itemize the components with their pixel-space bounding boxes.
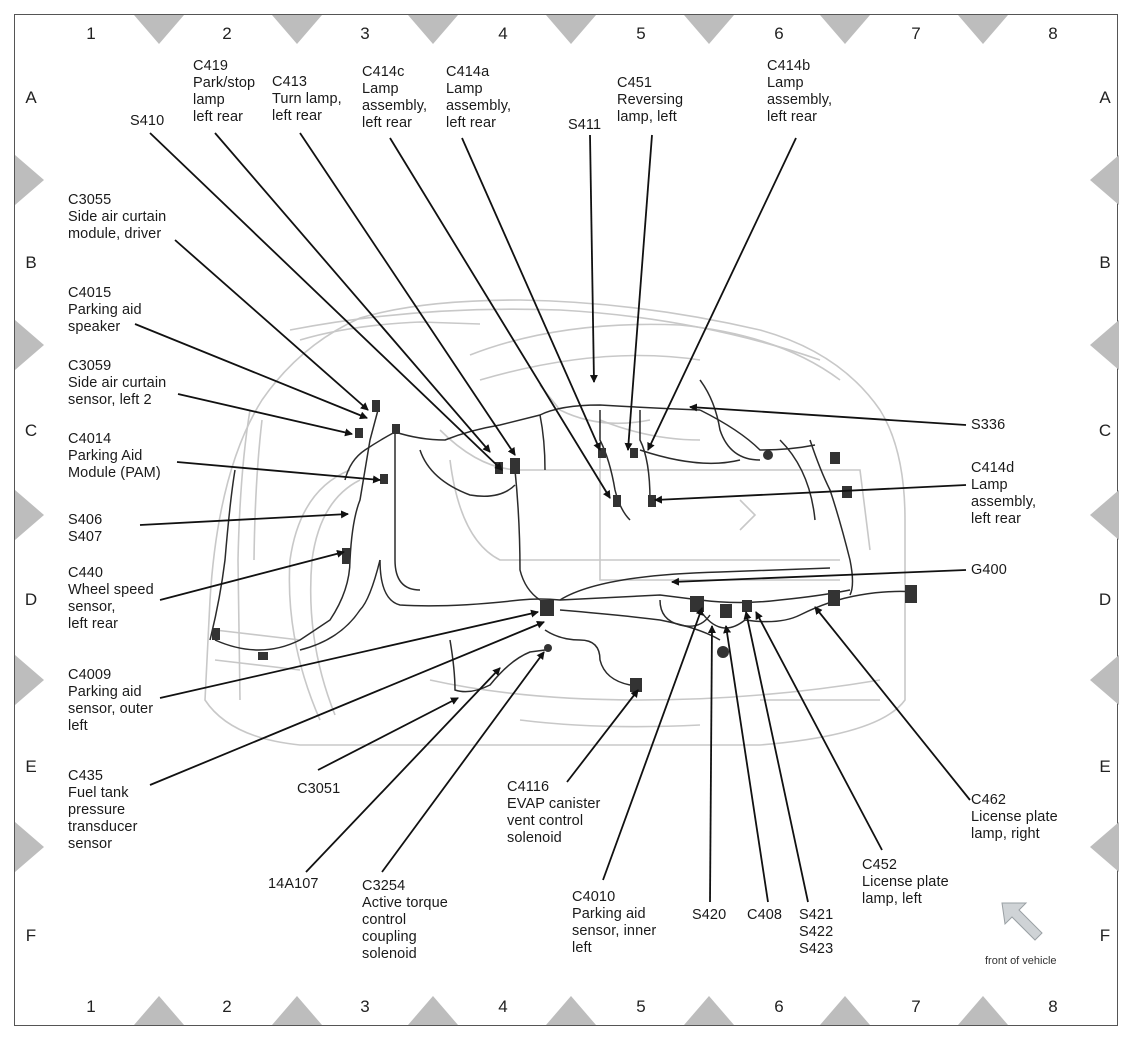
grid-col-2-top: 2: [222, 24, 232, 43]
label-c3051: C3051: [297, 781, 341, 797]
grid-col-6-bottom: 6: [774, 997, 784, 1016]
grid-col-1-top: 1: [86, 24, 96, 43]
label-s336: S336: [971, 417, 1006, 433]
grid-col-5-bottom: 5: [636, 997, 646, 1016]
grid-row-b-right: B: [1099, 253, 1111, 272]
label-s410: S410: [130, 113, 165, 129]
grid-row-e-right: E: [1099, 757, 1111, 776]
grid-row-d-left: D: [24, 590, 38, 609]
label-c4116: C4116 EVAP canister vent control solenoi…: [507, 779, 601, 846]
label-c452: C452 License plate lamp, left: [862, 857, 949, 907]
grid-row-c-left: C: [24, 421, 38, 440]
label-14a107: 14A107: [268, 876, 319, 892]
label-c4009: C4009 Parking aid sensor, outer left: [68, 667, 154, 734]
grid-row-f-right: F: [1099, 926, 1111, 945]
label-s420: S420: [692, 907, 727, 923]
wire-harness: [209, 379, 916, 693]
label-c4010: C4010 Parking aid sensor, inner left: [572, 889, 657, 956]
grid-col-3-bottom: 3: [360, 997, 370, 1016]
grid-col-8-bottom: 8: [1048, 997, 1058, 1016]
grid-col-5-top: 5: [636, 24, 646, 43]
grid-col-4-bottom: 4: [498, 997, 508, 1016]
front-direction-arrow: [1001, 902, 1043, 941]
leader-lines: [134, 132, 971, 903]
label-c4014: C4014 Parking Aid Module (PAM): [68, 431, 161, 481]
label-c4015: C4015 Parking aid speaker: [68, 285, 142, 335]
label-c440: C440 Wheel speed sensor, left rear: [68, 565, 154, 632]
grid-row-e-left: E: [25, 757, 37, 776]
connectors: [212, 400, 917, 692]
grid-col-7-bottom: 7: [911, 997, 921, 1016]
grid-col-7-top: 7: [911, 24, 921, 43]
grid-row-a-right: A: [1099, 88, 1111, 107]
label-c462: C462 License plate lamp, right: [971, 792, 1058, 842]
grid-col-8-top: 8: [1048, 24, 1058, 43]
label-c408: C408: [747, 907, 783, 923]
label-s406-s407: S406 S407: [68, 512, 103, 545]
label-c414d: C414d Lamp assembly, left rear: [971, 460, 1037, 527]
label-c435: C435 Fuel tank pressure transducer senso…: [68, 768, 138, 852]
label-s421-s423: S421 S422 S423: [799, 907, 834, 957]
vehicle-outline: [204, 299, 906, 746]
grid-col-1-bottom: 1: [86, 997, 96, 1016]
label-c451: C451 Reversing lamp, left: [617, 75, 684, 125]
grid-col-4-top: 4: [498, 24, 508, 43]
label-c3055: C3055 Side air curtain module, driver: [68, 192, 167, 242]
label-c3254: C3254 Active torque control coupling sol…: [362, 878, 448, 962]
grid-row-c-right: C: [1098, 421, 1112, 440]
grid-row-f-left: F: [25, 926, 37, 945]
label-c419: C419 Park/stop lamp left rear: [193, 58, 256, 125]
label-c413: C413 Turn lamp, left rear: [272, 74, 342, 124]
label-s411: S411: [568, 117, 602, 133]
grid-row-d-right: D: [1098, 590, 1112, 609]
label-c414b: C414b Lamp assembly, left rear: [767, 58, 833, 125]
label-c3059: C3059 Side air curtain sensor, left 2: [68, 358, 167, 408]
grid-row-b-left: B: [25, 253, 37, 272]
grid-col-6-top: 6: [774, 24, 784, 43]
grid-col-2-bottom: 2: [222, 997, 232, 1016]
front-of-vehicle-note: front of vehicle: [985, 955, 1057, 967]
label-c414a: C414a Lamp assembly, left rear: [446, 64, 512, 131]
grid-col-3-top: 3: [360, 24, 370, 43]
grid-markers: [15, 15, 1119, 1025]
grid-row-a-left: A: [25, 88, 37, 107]
label-c414c: C414c Lamp assembly, left rear: [362, 64, 428, 131]
label-g400: G400: [971, 562, 1007, 578]
